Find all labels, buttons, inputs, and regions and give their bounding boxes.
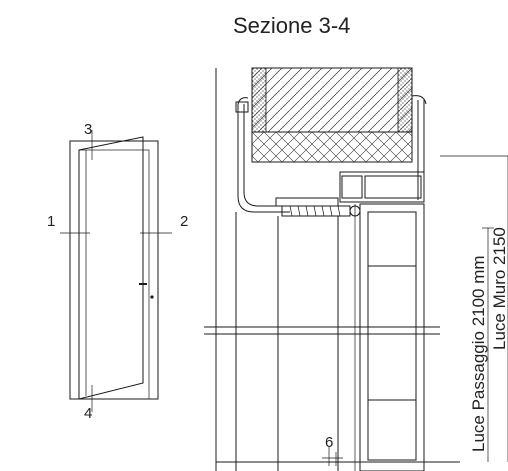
leaf-core-top — [367, 211, 417, 267]
frame-profile — [237, 104, 290, 213]
leaf-core-middle — [367, 265, 417, 401]
lintel-insulation-right — [397, 67, 413, 133]
keyhole — [150, 295, 154, 299]
frame-block — [339, 171, 425, 203]
section-drawing: 6 Luce Passaggio 2100 mm Luce Muro 2150 — [204, 67, 508, 471]
wall-lintel — [251, 67, 413, 133]
marker-2: 2 — [180, 213, 188, 230]
door-handle — [139, 283, 147, 285]
door-leaf-section — [359, 203, 425, 471]
door-frame — [69, 140, 159, 400]
leaf-core-bottom — [367, 399, 417, 461]
label-wall: Luce Muro 2150 — [490, 227, 508, 350]
lintel-insulation-left — [251, 67, 267, 133]
marker-4: 4 — [84, 405, 92, 422]
door-elevation: 1 2 3 4 — [47, 121, 188, 422]
marker-1: 1 — [47, 213, 55, 230]
door-frame-inner — [78, 149, 150, 400]
marker-3: 3 — [84, 121, 92, 138]
label-passage: Luce Passaggio 2100 mm — [469, 255, 488, 452]
door-leaf — [78, 136, 144, 400]
drawing-title: Sezione 3-4 — [233, 13, 350, 38]
dimension-6: 6 — [325, 434, 333, 451]
lintel-base — [251, 131, 413, 163]
